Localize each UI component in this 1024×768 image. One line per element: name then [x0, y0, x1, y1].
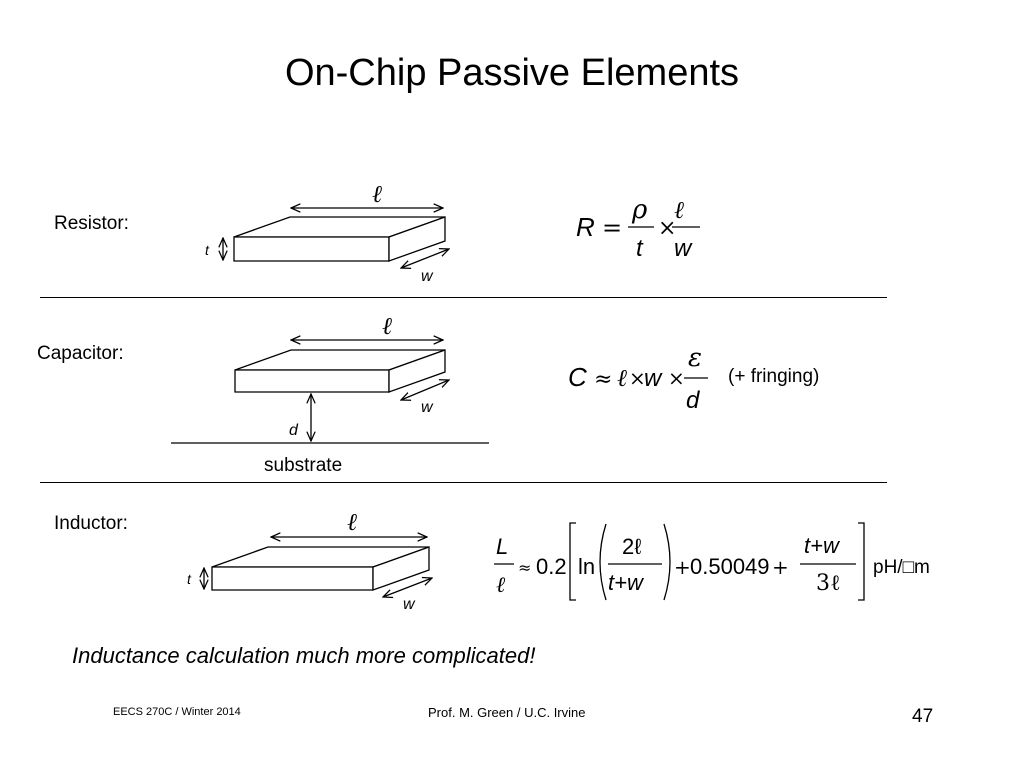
inductor-width-arrow	[383, 578, 432, 597]
inductor-width-symbol: w	[403, 596, 416, 613]
resistor-width-arrow	[401, 249, 449, 268]
formula-plus-1: +	[674, 555, 691, 579]
capacitor-plate	[234, 349, 446, 393]
slide-title: On-Chip Passive Elements	[284, 52, 740, 94]
formula-constant: 0.50049	[690, 554, 770, 579]
right-bracket	[858, 522, 865, 601]
formula-right-den: 3ℓ	[816, 571, 841, 596]
capacitor-diagram: ℓ w d	[171, 312, 489, 444]
right-paren	[663, 523, 671, 601]
footer-author: Prof. M. Green / U.C. Irvine	[428, 705, 586, 720]
formula-approx: ≈	[594, 367, 612, 392]
formula-inner-num: 2ℓ	[622, 534, 642, 559]
formula-times-1: ×	[629, 366, 646, 390]
formula-l: ℓ	[674, 196, 684, 224]
inductor-label: Inductor:	[54, 513, 128, 534]
formula-C: C	[568, 362, 587, 392]
resistor-length-symbol: ℓ	[372, 180, 382, 208]
inductance-note: Inductance calculation much more complic…	[72, 643, 536, 668]
inductor-diagram: ℓ t w	[187, 508, 465, 613]
formula-times: ×	[658, 216, 676, 241]
resistor-diagram: ℓ t w	[205, 180, 485, 285]
page-number: 47	[912, 706, 934, 727]
formula-plus-2: +	[772, 555, 789, 579]
resistor-block	[233, 216, 446, 262]
divider-top	[40, 297, 887, 298]
footer-course: EECS 270C / Winter 2014	[113, 706, 241, 718]
formula-right-num: t+w	[804, 533, 841, 558]
left-bracket	[569, 522, 576, 601]
divider-bottom	[40, 482, 887, 483]
capacitor-width-arrow	[401, 380, 449, 400]
capacitor-gap-symbol: d	[289, 422, 299, 439]
left-paren	[599, 523, 607, 601]
capacitor-label: Capacitor:	[37, 343, 124, 364]
formula-L: L	[496, 534, 508, 559]
formula-w: w	[644, 365, 663, 392]
capacitor-formula: C ≈ ℓ × w × ε d	[568, 343, 708, 414]
inductor-length-symbol: ℓ	[347, 508, 357, 536]
resistor-formula: R = ρ t × ℓ w	[576, 195, 700, 262]
formula-R: R	[576, 212, 595, 242]
resistor-thickness-symbol: t	[205, 242, 210, 258]
resistor-width-symbol: w	[421, 268, 434, 285]
formula-times-2: ×	[668, 366, 685, 390]
formula-approx: ≈	[518, 558, 531, 577]
formula-w: w	[674, 235, 693, 262]
inductor-block	[211, 546, 430, 591]
formula-l: ℓ	[496, 573, 506, 598]
inductor-formula: L ℓ ≈ 0.2 ln 2ℓ t+w + 0.50049 + t+w 3ℓ	[494, 522, 865, 601]
formula-equals: =	[602, 214, 622, 242]
resistor-label: Resistor:	[54, 213, 129, 234]
inductor-thickness-symbol: t	[187, 571, 192, 587]
fringing-note: (+ fringing)	[728, 366, 820, 387]
capacitor-width-symbol: w	[421, 399, 434, 416]
inductor-unit: pH/□m	[873, 557, 930, 578]
formula-d: d	[686, 387, 700, 414]
formula-coef: 0.2	[536, 554, 567, 579]
substrate-label: substrate	[264, 455, 343, 476]
formula-t: t	[636, 235, 644, 262]
formula-l: ℓ	[617, 364, 627, 392]
formula-epsilon: ε	[688, 343, 702, 373]
capacitor-length-symbol: ℓ	[382, 312, 392, 340]
formula-rho: ρ	[631, 195, 648, 225]
formula-ln: ln	[578, 554, 595, 579]
formula-inner-den: t+w	[608, 570, 645, 595]
